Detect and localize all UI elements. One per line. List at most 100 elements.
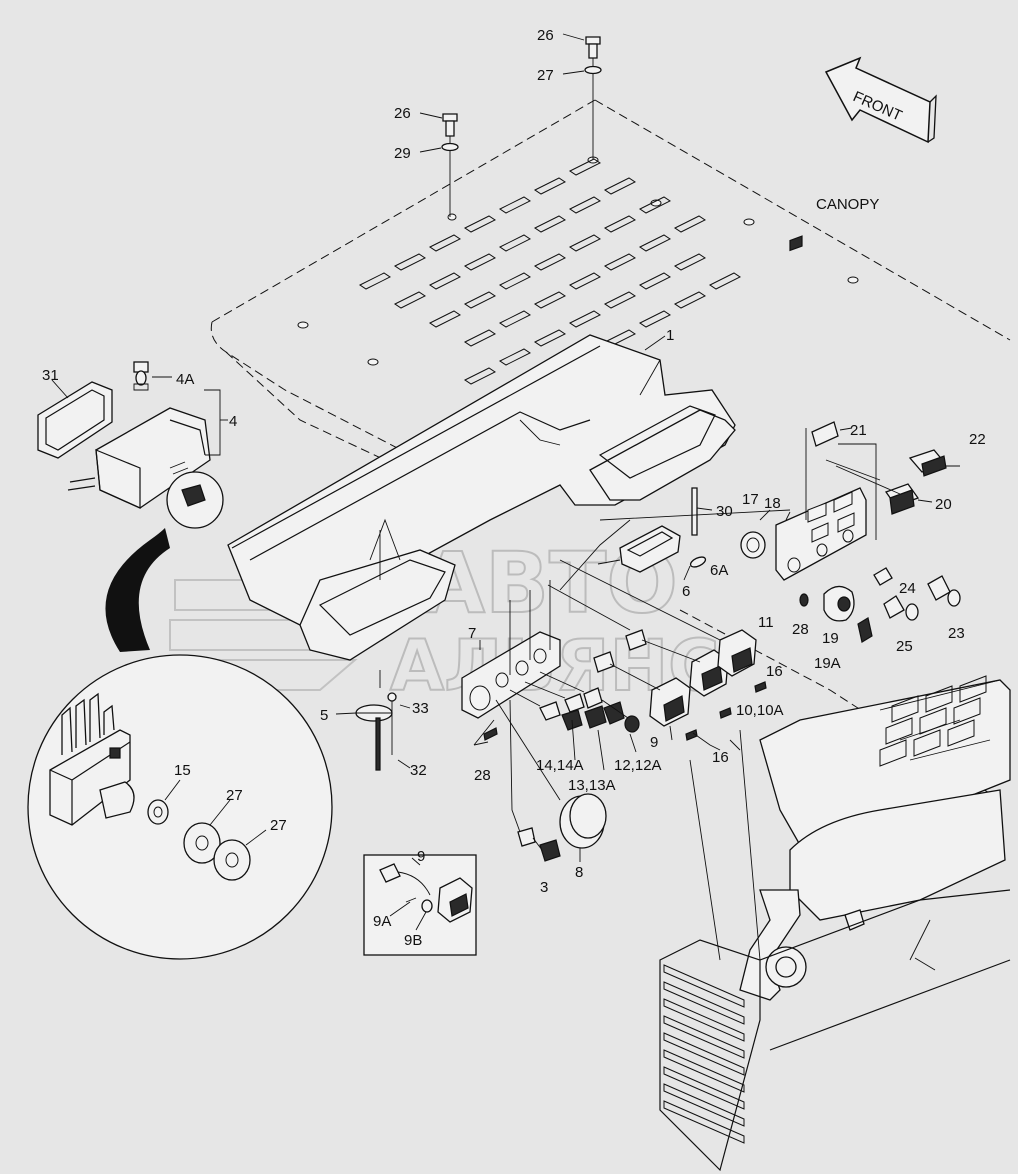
vent-slot	[464, 253, 496, 271]
frame-grid-cell	[925, 685, 953, 713]
label-9: 9	[650, 734, 658, 751]
label-21: 21	[850, 422, 867, 439]
vent-slot	[534, 291, 566, 309]
frame-grid	[879, 675, 987, 767]
label-9a: 9A	[373, 913, 391, 930]
frame-grid-cell	[891, 695, 919, 723]
vent-slot	[604, 215, 636, 233]
label-3: 3	[540, 879, 548, 896]
label-29: 29	[394, 145, 411, 162]
vent-slot	[429, 310, 461, 328]
vent-slot	[499, 234, 531, 252]
label-16-top: 16	[766, 663, 783, 680]
frame-grid-cell	[913, 729, 941, 757]
label-27-inset-b: 27	[270, 817, 287, 834]
label-9b: 9B	[404, 932, 422, 949]
cab-frame	[659, 679, 1011, 1172]
grille-slot	[663, 964, 745, 1008]
label-23: 23	[948, 625, 965, 642]
vent-slot	[464, 329, 496, 347]
label-6: 6	[682, 583, 690, 600]
detail-inset	[27, 528, 333, 960]
label-20: 20	[935, 496, 952, 513]
label-22: 22	[969, 431, 986, 448]
frame-grid-cell	[919, 707, 947, 735]
vent-slot	[674, 253, 706, 271]
vent-slot	[429, 234, 461, 252]
vent-slot	[569, 272, 601, 290]
label-25: 25	[896, 638, 913, 655]
label-17: 17	[742, 491, 759, 508]
connectors	[509, 671, 640, 862]
label-13: 13,13A	[568, 777, 616, 794]
right-switch-panel	[559, 235, 961, 643]
switch-modules	[547, 559, 767, 751]
label-31: 31	[42, 367, 59, 384]
vent-slot	[394, 253, 426, 271]
vent-slot	[569, 158, 601, 176]
vent-slot	[604, 291, 636, 309]
label-26-top: 26	[537, 27, 554, 44]
label-27-top: 27	[537, 67, 554, 84]
label-19: 19	[822, 630, 839, 647]
label-18: 18	[764, 495, 781, 512]
vent-slot	[674, 291, 706, 309]
label-33: 33	[412, 700, 429, 717]
label-6a: 6A	[710, 562, 728, 579]
vent-slot	[534, 215, 566, 233]
grille-slot	[663, 1032, 745, 1076]
vent-slot	[429, 272, 461, 290]
label-15: 15	[174, 762, 191, 779]
label-14: 14,14A	[536, 757, 584, 774]
label-1: 1	[666, 327, 674, 344]
grille-slot	[663, 981, 745, 1025]
vent-slot	[569, 234, 601, 252]
console-housing	[227, 334, 736, 661]
label-26-left: 26	[394, 105, 411, 122]
vent-slots-lower	[663, 964, 745, 1144]
vent-slot	[499, 348, 531, 366]
lens-gasket	[37, 379, 113, 459]
label-8: 8	[575, 864, 583, 881]
vent-slot	[534, 253, 566, 271]
dome-light	[335, 670, 411, 771]
label-27-inset-a: 27	[226, 787, 243, 804]
vent-slot	[674, 215, 706, 233]
label-19a: 19A	[814, 655, 841, 672]
frame-grid-cell	[885, 717, 913, 745]
gauge-meter	[495, 699, 607, 862]
front-arrow-icon: FRONT	[824, 56, 937, 144]
label-30: 30	[716, 503, 733, 520]
vent-slot	[709, 272, 741, 290]
canopy-label: CANOPY	[816, 196, 879, 213]
label-32: 32	[410, 762, 427, 779]
vent-slot	[604, 253, 636, 271]
vent-slot	[534, 177, 566, 195]
frame-grid-cell	[959, 675, 987, 703]
item-9-detail-box	[363, 854, 477, 956]
vent-slot	[639, 234, 671, 252]
grille-slot	[663, 1049, 745, 1093]
label-16-bottom: 16	[712, 749, 729, 766]
vent-slot	[639, 310, 671, 328]
label-11: 11	[758, 614, 774, 631]
vent-slot	[499, 310, 531, 328]
cab-light	[597, 487, 713, 581]
label-12: 12,12A	[614, 757, 662, 774]
vent-slot	[499, 196, 531, 214]
vent-slot	[604, 177, 636, 195]
vent-slot	[464, 291, 496, 309]
label-28-right: 28	[792, 621, 809, 638]
grille-slot	[663, 998, 745, 1042]
part-labels: 26 27 26 29 1 31 4A 4 21 22 17 18 20 30 …	[42, 27, 986, 949]
grille-slot	[663, 1066, 745, 1110]
roof-bolts	[419, 33, 602, 217]
label-28-left: 28	[474, 767, 491, 784]
work-lamp	[67, 361, 228, 529]
frame-grid-cell	[879, 739, 907, 767]
vent-slot	[359, 272, 391, 290]
grille-slot	[663, 1083, 745, 1127]
vent-slot	[464, 215, 496, 233]
frame-grid-cell	[947, 719, 975, 747]
label-4: 4	[229, 413, 237, 430]
